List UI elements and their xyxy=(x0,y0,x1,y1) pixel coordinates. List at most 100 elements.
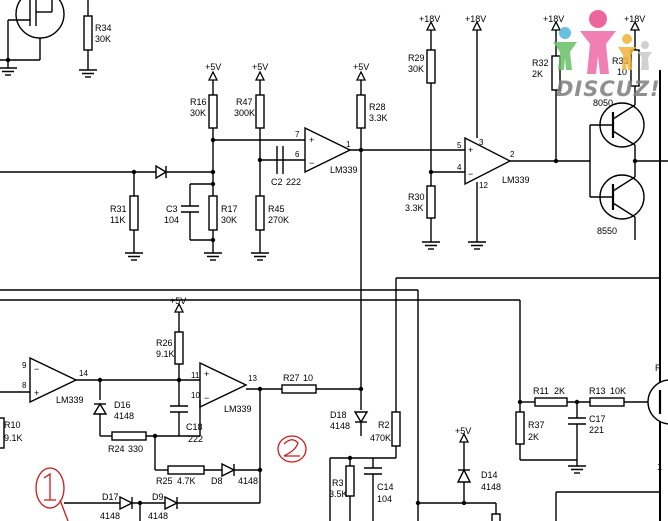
diode-d9 xyxy=(164,495,179,511)
u2-part: LM339 xyxy=(502,175,530,185)
u3-minus-sign: − xyxy=(34,364,39,374)
r3-ref: R3 xyxy=(332,478,344,488)
diode-d8 xyxy=(221,462,236,478)
transistor-edge xyxy=(647,379,668,425)
d17-value: 4148 xyxy=(100,511,120,521)
c17-ref: C17 xyxy=(589,414,606,424)
r11-value: 2K xyxy=(554,386,565,396)
diode-input xyxy=(155,164,168,180)
r37-ref: R37 xyxy=(528,420,545,430)
u1-pin-out: 1 xyxy=(346,140,351,149)
r30-ref: R30 xyxy=(408,192,425,202)
watermark-text: DISCUZ! xyxy=(556,77,661,101)
r17-ref: R17 xyxy=(221,204,238,214)
resistor-r11 xyxy=(534,397,568,407)
r25-ref: R25 xyxy=(156,476,173,486)
comparator-u4 xyxy=(199,361,248,409)
d14-value: 4148 xyxy=(481,482,501,492)
resistor-r2 xyxy=(391,411,401,447)
rail-18v-r33: +18V xyxy=(624,14,645,24)
rail-5v-d14: +5V xyxy=(455,426,471,436)
q2-value: 8550 xyxy=(597,226,617,236)
d9-value: 4148 xyxy=(148,511,168,521)
r27-value: 10 xyxy=(303,373,313,383)
r13-ref: R13 xyxy=(589,386,606,396)
transistor-8050 xyxy=(590,100,645,148)
r17-value: 30K xyxy=(221,215,237,225)
u4-part: LM339 xyxy=(224,404,252,414)
d14-ref: D14 xyxy=(481,470,498,480)
r2-value: 470K xyxy=(370,433,391,443)
diode-d17 xyxy=(119,495,134,511)
r28-value: 3.3K xyxy=(369,113,388,123)
d17-ref: D17 xyxy=(102,492,119,502)
d8-value: 4148 xyxy=(238,476,258,486)
u3-pin-a: 9 xyxy=(22,361,27,370)
resistor-r28 xyxy=(356,94,366,129)
r24-value: 330 xyxy=(128,444,143,454)
c18-ref: C18 xyxy=(186,422,203,432)
resistor-r30 xyxy=(426,185,436,219)
r45-ref: R45 xyxy=(268,204,285,214)
resistor-r34 xyxy=(83,15,93,51)
r31-value: 11K xyxy=(110,215,125,225)
u2-pin-out: 2 xyxy=(510,150,515,159)
resistor-r17 xyxy=(208,195,218,231)
r32-value: 2K xyxy=(532,69,543,79)
r47-value: 300K xyxy=(234,108,255,118)
resistor-r13 xyxy=(589,397,625,407)
resistor-r10 xyxy=(0,417,5,449)
resistor-r26 xyxy=(174,331,184,365)
u2-pin-minus: 4 xyxy=(457,163,462,172)
u3-pin-out: 14 xyxy=(79,369,88,378)
u1-pin-plus: 7 xyxy=(295,130,300,139)
comparator-u2 xyxy=(464,136,512,186)
u1-pin-minus: 6 xyxy=(295,150,300,159)
resistor-r45 xyxy=(255,195,265,231)
resistor-r37 xyxy=(515,411,525,445)
r-edge-value: 1 xyxy=(657,462,662,472)
ground-symbol xyxy=(0,67,18,76)
rail-5v-r28: +5V xyxy=(353,62,369,72)
annotation-2-label: 2 xyxy=(0,0,9,4)
r29-value: 30K xyxy=(408,64,424,74)
u3-plus-sign: + xyxy=(34,388,39,398)
comparator-u1 xyxy=(304,126,352,174)
transistor-8550 xyxy=(590,174,645,220)
resistor-r16 xyxy=(208,94,218,129)
diode-d18 xyxy=(353,411,369,424)
u1-plus-sign: + xyxy=(309,135,314,145)
rail-5v-r26: +5V xyxy=(170,296,186,306)
r27-ref: R27 xyxy=(283,373,300,383)
r13-value: 10K xyxy=(610,386,626,396)
d18-ref: D18 xyxy=(330,410,347,420)
r24-ref: R24 xyxy=(108,444,125,454)
u4-pin-out: 13 xyxy=(248,374,257,383)
u4-minus-sign: − xyxy=(204,393,209,403)
c17-value: 221 xyxy=(589,425,604,435)
mosfet-top-left xyxy=(7,0,65,60)
q1-value: 8050 xyxy=(593,98,613,108)
r34-ref: R34 xyxy=(95,23,112,33)
resistor-r25 xyxy=(167,465,205,475)
d16-ref: D16 xyxy=(114,400,131,410)
u1-minus-sign: − xyxy=(309,158,314,168)
annotation-circle-1 xyxy=(35,467,69,521)
resistor-r29 xyxy=(426,49,436,84)
r28-ref: R28 xyxy=(369,102,386,112)
r16-ref: R16 xyxy=(190,97,207,107)
resistor-r31 xyxy=(129,195,139,231)
u4-plus-sign: + xyxy=(204,369,209,379)
r31-ref: R31 xyxy=(110,204,127,214)
annotation-1-label: 1 xyxy=(0,0,9,4)
r16-value: 30K xyxy=(190,108,206,118)
r11-ref: R11 xyxy=(533,386,549,396)
r10-ref: R10 xyxy=(4,420,21,430)
r47-ref: R47 xyxy=(236,97,253,107)
r34-value: 30K xyxy=(95,34,111,44)
u2-pin-plus: 5 xyxy=(457,141,462,150)
u2-plus-sign: + xyxy=(468,145,473,155)
annotation-circle-2 xyxy=(277,435,307,463)
rail-18v-r32: +18V xyxy=(543,14,564,24)
